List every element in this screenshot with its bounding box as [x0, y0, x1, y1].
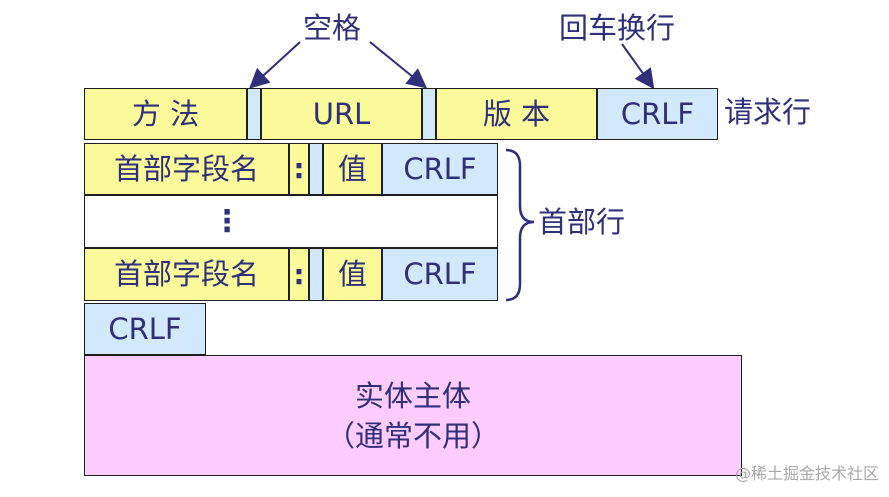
vertical-ellipsis: ⋮ [212, 204, 242, 239]
method-cell: 方 法 [84, 88, 247, 140]
header-crlf-cell: CRLF [382, 143, 498, 195]
header-field-name-cell: 首部字段名 [84, 248, 289, 301]
entity-body-title: 实体主体 [354, 379, 471, 413]
space-cell-2 [422, 88, 436, 140]
header-value-cell: 值 [323, 143, 382, 195]
space-arrow-right [369, 41, 428, 89]
header-ellipsis-row [84, 195, 498, 248]
watermark: @稀土掘金技术社区 [734, 464, 879, 483]
crlf-arrow [621, 43, 655, 90]
version-cell: 版 本 [436, 88, 597, 140]
entity-body-note: （通常不用） [325, 419, 500, 453]
request-line-crlf-cell: CRLF [597, 88, 718, 140]
header-space-cell [309, 143, 323, 195]
space-label: 空格 [303, 11, 362, 45]
header-field-name-cell: 首部字段名 [84, 143, 289, 195]
header-value-cell: 值 [323, 248, 382, 301]
header-colon-cell: : [289, 248, 309, 301]
url-cell: URL [261, 88, 422, 140]
space-arrow-left [249, 41, 301, 89]
header-crlf-cell: CRLF [382, 248, 498, 301]
blank-line-crlf-cell: CRLF [84, 303, 206, 355]
entity-body-box: 实体主体 （通常不用） [84, 355, 742, 476]
space-cell-1 [247, 88, 261, 140]
header-brace [505, 148, 535, 302]
header-space-cell [309, 248, 323, 301]
header-colon-cell: : [289, 143, 309, 195]
request-line-label: 请求行 [724, 95, 812, 129]
crlf-annotation-label: 回车换行 [559, 11, 676, 45]
header-lines-label: 首部行 [538, 205, 626, 239]
